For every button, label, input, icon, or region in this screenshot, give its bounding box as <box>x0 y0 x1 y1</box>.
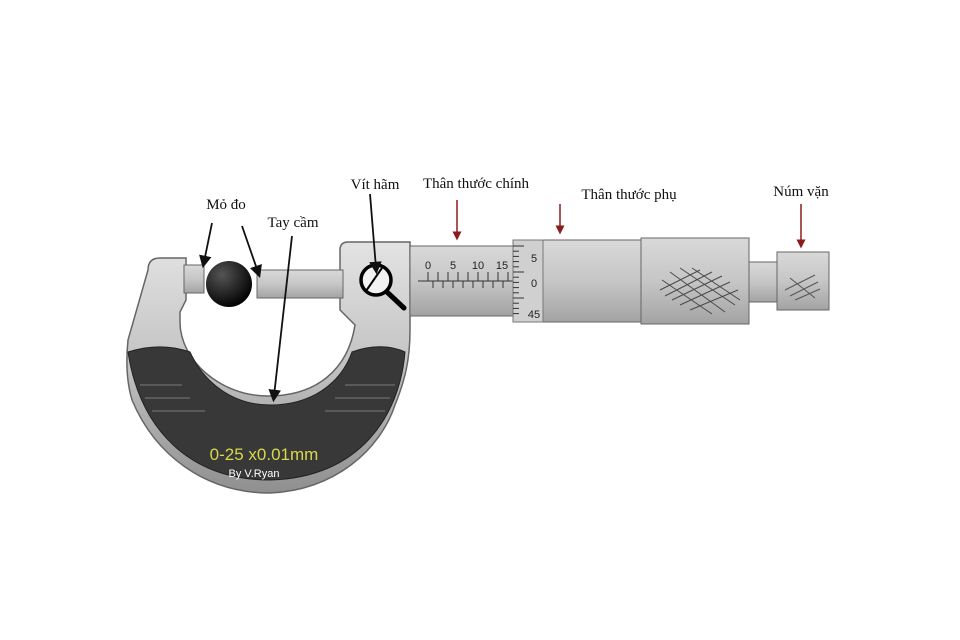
label-ratchet: Núm vặn <box>773 184 829 200</box>
label-thimble: Thân thước phụ <box>581 187 677 203</box>
frame: 0-25 x0.01mm By V.Ryan <box>126 241 411 494</box>
frame-author-text: By V.Ryan <box>229 468 280 480</box>
label-lock-screw: Vít hãm <box>351 177 400 193</box>
thimble-tick-label: 45 <box>528 309 540 321</box>
label-sleeve: Thân thước chính <box>423 176 530 192</box>
label-frame: Tay cầm <box>267 215 318 231</box>
red-pointers <box>452 200 806 249</box>
thimble-knurl <box>640 237 750 325</box>
label-anvil-faces: Mỏ đo <box>206 197 246 213</box>
sleeve: 0 5 10 15 <box>409 245 516 317</box>
ratchet-knob[interactable] <box>748 251 830 311</box>
frame-range-text: 0-25 x0.01mm <box>210 445 319 464</box>
thimble-tick-label: 0 <box>531 278 537 290</box>
anvil <box>183 264 205 294</box>
sleeve-tick-label: 5 <box>450 260 456 272</box>
spindle <box>256 269 344 299</box>
frame-grip <box>127 346 406 481</box>
sleeve-scale-labels: 0 5 10 15 <box>425 260 508 272</box>
sleeve-tick-label: 0 <box>425 260 431 272</box>
measured-ball <box>206 261 252 307</box>
sleeve-tick-label: 15 <box>496 260 508 272</box>
thimble-tick-label: 5 <box>531 253 537 265</box>
thimble[interactable]: 5 0 45 <box>512 239 644 323</box>
black-pointers <box>199 193 382 403</box>
sleeve-tick-label: 10 <box>472 260 484 272</box>
grip-grooves <box>140 384 395 412</box>
